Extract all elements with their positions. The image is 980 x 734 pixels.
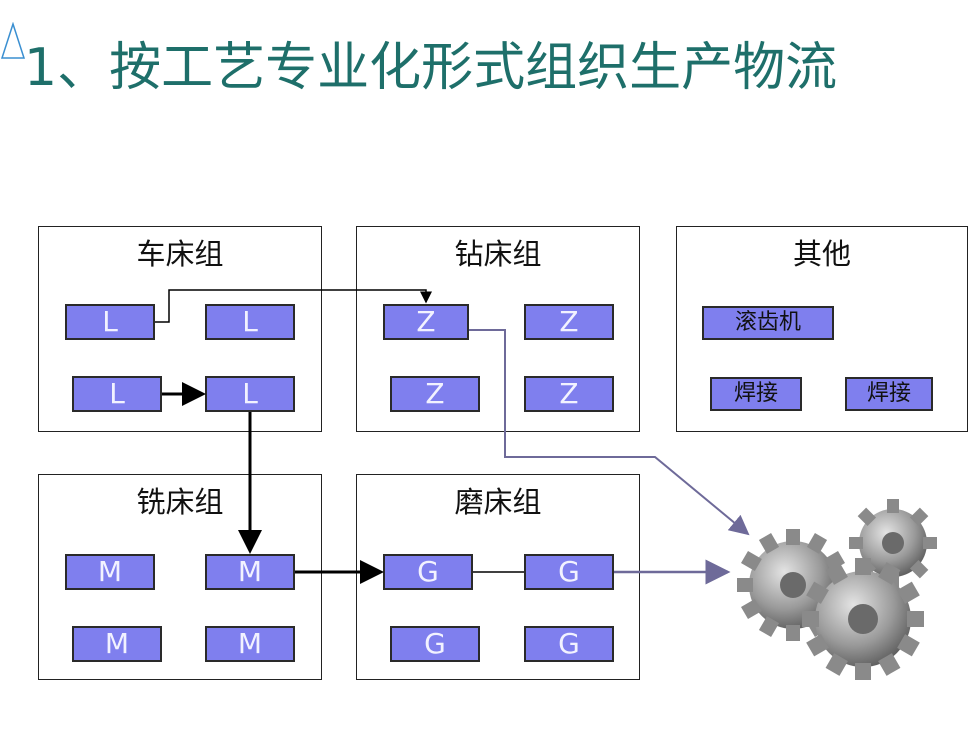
drill-machine-1: Z — [383, 304, 469, 340]
welding-machine-1: 焊接 — [710, 377, 802, 411]
welding-machine-2: 焊接 — [845, 377, 933, 411]
grind-machine-2: G — [524, 554, 614, 590]
lathe-machine-1: L — [65, 304, 155, 340]
triangle-marker-icon — [0, 22, 26, 59]
grind-machine-3: G — [390, 626, 480, 662]
flow-lathe1-to-drill1 — [155, 289, 432, 323]
page-title: 1、按工艺专业化形式组织生产物流 — [24, 38, 838, 98]
gear-hobber-machine: 滚齿机 — [702, 306, 834, 340]
mill-machine-3: M — [72, 626, 162, 662]
gears-icon — [737, 499, 937, 680]
drill-group-label: 钻床组 — [454, 237, 542, 271]
lathe-machine-4: L — [205, 376, 295, 412]
flow-drill1-to-gears — [469, 329, 750, 536]
drill-machine-4: Z — [524, 376, 614, 412]
mill-machine-4: M — [205, 626, 295, 662]
grind-machine-4: G — [524, 626, 614, 662]
drill-machine-3: Z — [390, 376, 480, 412]
grind-machine-1: G — [383, 554, 473, 590]
grind-group-label: 磨床组 — [454, 485, 542, 519]
mill-machine-2: M — [205, 554, 295, 590]
mill-machine-1: M — [65, 554, 155, 590]
lathe-machine-2: L — [205, 304, 295, 340]
other-group-label: 其他 — [792, 237, 851, 271]
lathe-machine-3: L — [72, 376, 162, 412]
drill-machine-2: Z — [524, 304, 614, 340]
lathe-group-label: 车床组 — [136, 237, 224, 271]
mill-group-label: 铣床组 — [136, 485, 224, 519]
